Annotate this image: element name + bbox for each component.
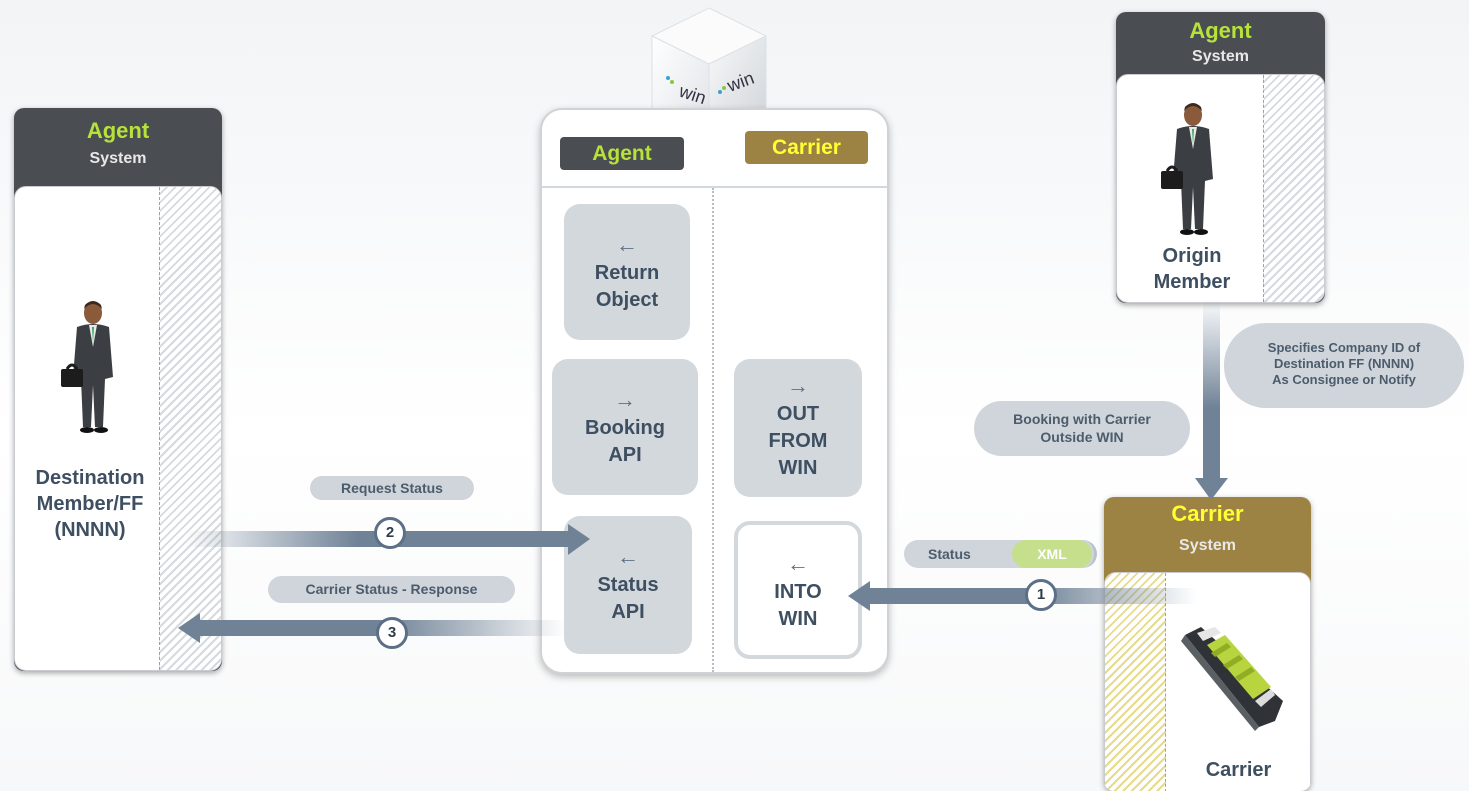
destination-label-line-3: (NNNN) xyxy=(54,519,126,541)
destination-agent-system: Agent System Destination Member/FF (NNNN… xyxy=(14,108,222,671)
request-status-label: Request Status xyxy=(310,476,474,500)
origin-label-line-2: Member xyxy=(1153,271,1231,293)
carrier-status-arrow xyxy=(848,581,1196,611)
origin-agent-body: Origin Member xyxy=(1116,74,1325,303)
into-win-line-1: INTO xyxy=(774,581,822,603)
panel-agent-header: Agent xyxy=(560,137,684,170)
carrier-hatch-strip xyxy=(1105,573,1166,791)
destination-label-line-1: Destination xyxy=(35,467,145,489)
booking-outside-line-1: Booking with Carrier xyxy=(1013,411,1151,427)
status-response-arrow xyxy=(178,613,566,643)
carrier-body: Carrier xyxy=(1104,572,1311,791)
step-1-badge: 1 xyxy=(1025,579,1057,611)
out-from-win-tile[interactable]: → OUT FROM WIN xyxy=(734,359,862,497)
out-from-win-line-3: WIN xyxy=(778,457,818,479)
destination-agent-header: Agent System xyxy=(14,118,222,168)
status-api-line-2: API xyxy=(611,601,645,623)
destination-hatch-strip xyxy=(159,187,221,670)
carrier-label: Carrier xyxy=(1205,759,1272,781)
status-api-line-1: Status xyxy=(597,574,659,596)
origin-member-label: Origin Member xyxy=(1117,243,1267,295)
into-win-tile[interactable]: ← INTO WIN xyxy=(734,521,862,659)
carrier-system: Carrier System Carrier xyxy=(1104,497,1311,791)
status-api-tile[interactable]: ← Status API xyxy=(564,516,692,654)
out-from-win-line-2: FROM xyxy=(768,430,828,452)
carrier-header: Carrier System xyxy=(1104,501,1311,555)
carrier-status-response-label: Carrier Status - Response xyxy=(268,576,515,603)
booking-outside-win-label: Booking with Carrier Outside WIN xyxy=(974,401,1190,456)
arrow-left-icon: ← xyxy=(616,232,638,257)
origin-hatch-strip xyxy=(1263,75,1324,302)
specifies-line-3: As Consignee or Notify xyxy=(1272,372,1416,387)
booking-down-arrow xyxy=(1195,300,1228,500)
return-object-line-2: Object xyxy=(595,289,659,311)
xml-tag: XML xyxy=(1012,540,1092,568)
origin-label-line-1: Origin xyxy=(1162,245,1222,267)
arrow-left-icon: ← xyxy=(787,551,809,576)
destination-agent-title: Agent xyxy=(86,118,150,143)
return-object-line-1: Return xyxy=(594,262,660,284)
carrier-subtitle: System xyxy=(1179,537,1236,554)
cargo-ship-icon xyxy=(1181,627,1283,731)
status-text: Status xyxy=(928,546,971,562)
out-from-win-line-1: OUT xyxy=(776,403,820,425)
booking-api-line-1: Booking xyxy=(585,417,665,439)
origin-agent-title: Agent xyxy=(1189,18,1252,43)
businessman-icon xyxy=(1161,103,1213,235)
destination-agent-subtitle: System xyxy=(89,150,147,167)
return-object-tile[interactable]: ← Return Object xyxy=(564,204,690,340)
carrier-title: Carrier xyxy=(1171,501,1244,526)
panel-column-divider xyxy=(712,188,714,672)
specifies-company-label: Specifies Company ID of Destination FF (… xyxy=(1224,323,1464,408)
destination-label-line-2: Member/FF xyxy=(36,493,144,515)
origin-agent-system: Agent System Origin Member xyxy=(1116,12,1325,303)
win-platform-panel: Agent Carrier ← Return Object → Booking … xyxy=(540,108,889,674)
specifies-line-2: Destination FF (NNNN) xyxy=(1273,356,1415,371)
booking-api-tile[interactable]: → Booking API xyxy=(552,359,698,495)
status-xml-pill: Status XML xyxy=(904,540,1097,568)
arrow-left-icon: ← xyxy=(617,544,639,569)
into-win-line-2: WIN xyxy=(778,608,818,630)
origin-agent-header: Agent System xyxy=(1116,18,1325,66)
origin-agent-subtitle: System xyxy=(1192,48,1249,65)
booking-outside-line-2: Outside WIN xyxy=(1040,429,1124,445)
step-3-badge: 3 xyxy=(376,617,408,649)
arrow-right-icon: → xyxy=(787,373,809,398)
step-2-badge: 2 xyxy=(374,517,406,549)
booking-api-line-2: API xyxy=(608,444,642,466)
panel-header-divider xyxy=(542,186,887,188)
arrow-right-icon: → xyxy=(614,387,636,412)
destination-agent-body: Destination Member/FF (NNNN) xyxy=(14,186,222,671)
panel-carrier-header: Carrier xyxy=(745,131,868,164)
specifies-line-1: Specifies Company ID of xyxy=(1267,340,1421,355)
destination-member-label: Destination Member/FF (NNNN) xyxy=(15,465,165,543)
businessman-icon xyxy=(61,301,113,433)
